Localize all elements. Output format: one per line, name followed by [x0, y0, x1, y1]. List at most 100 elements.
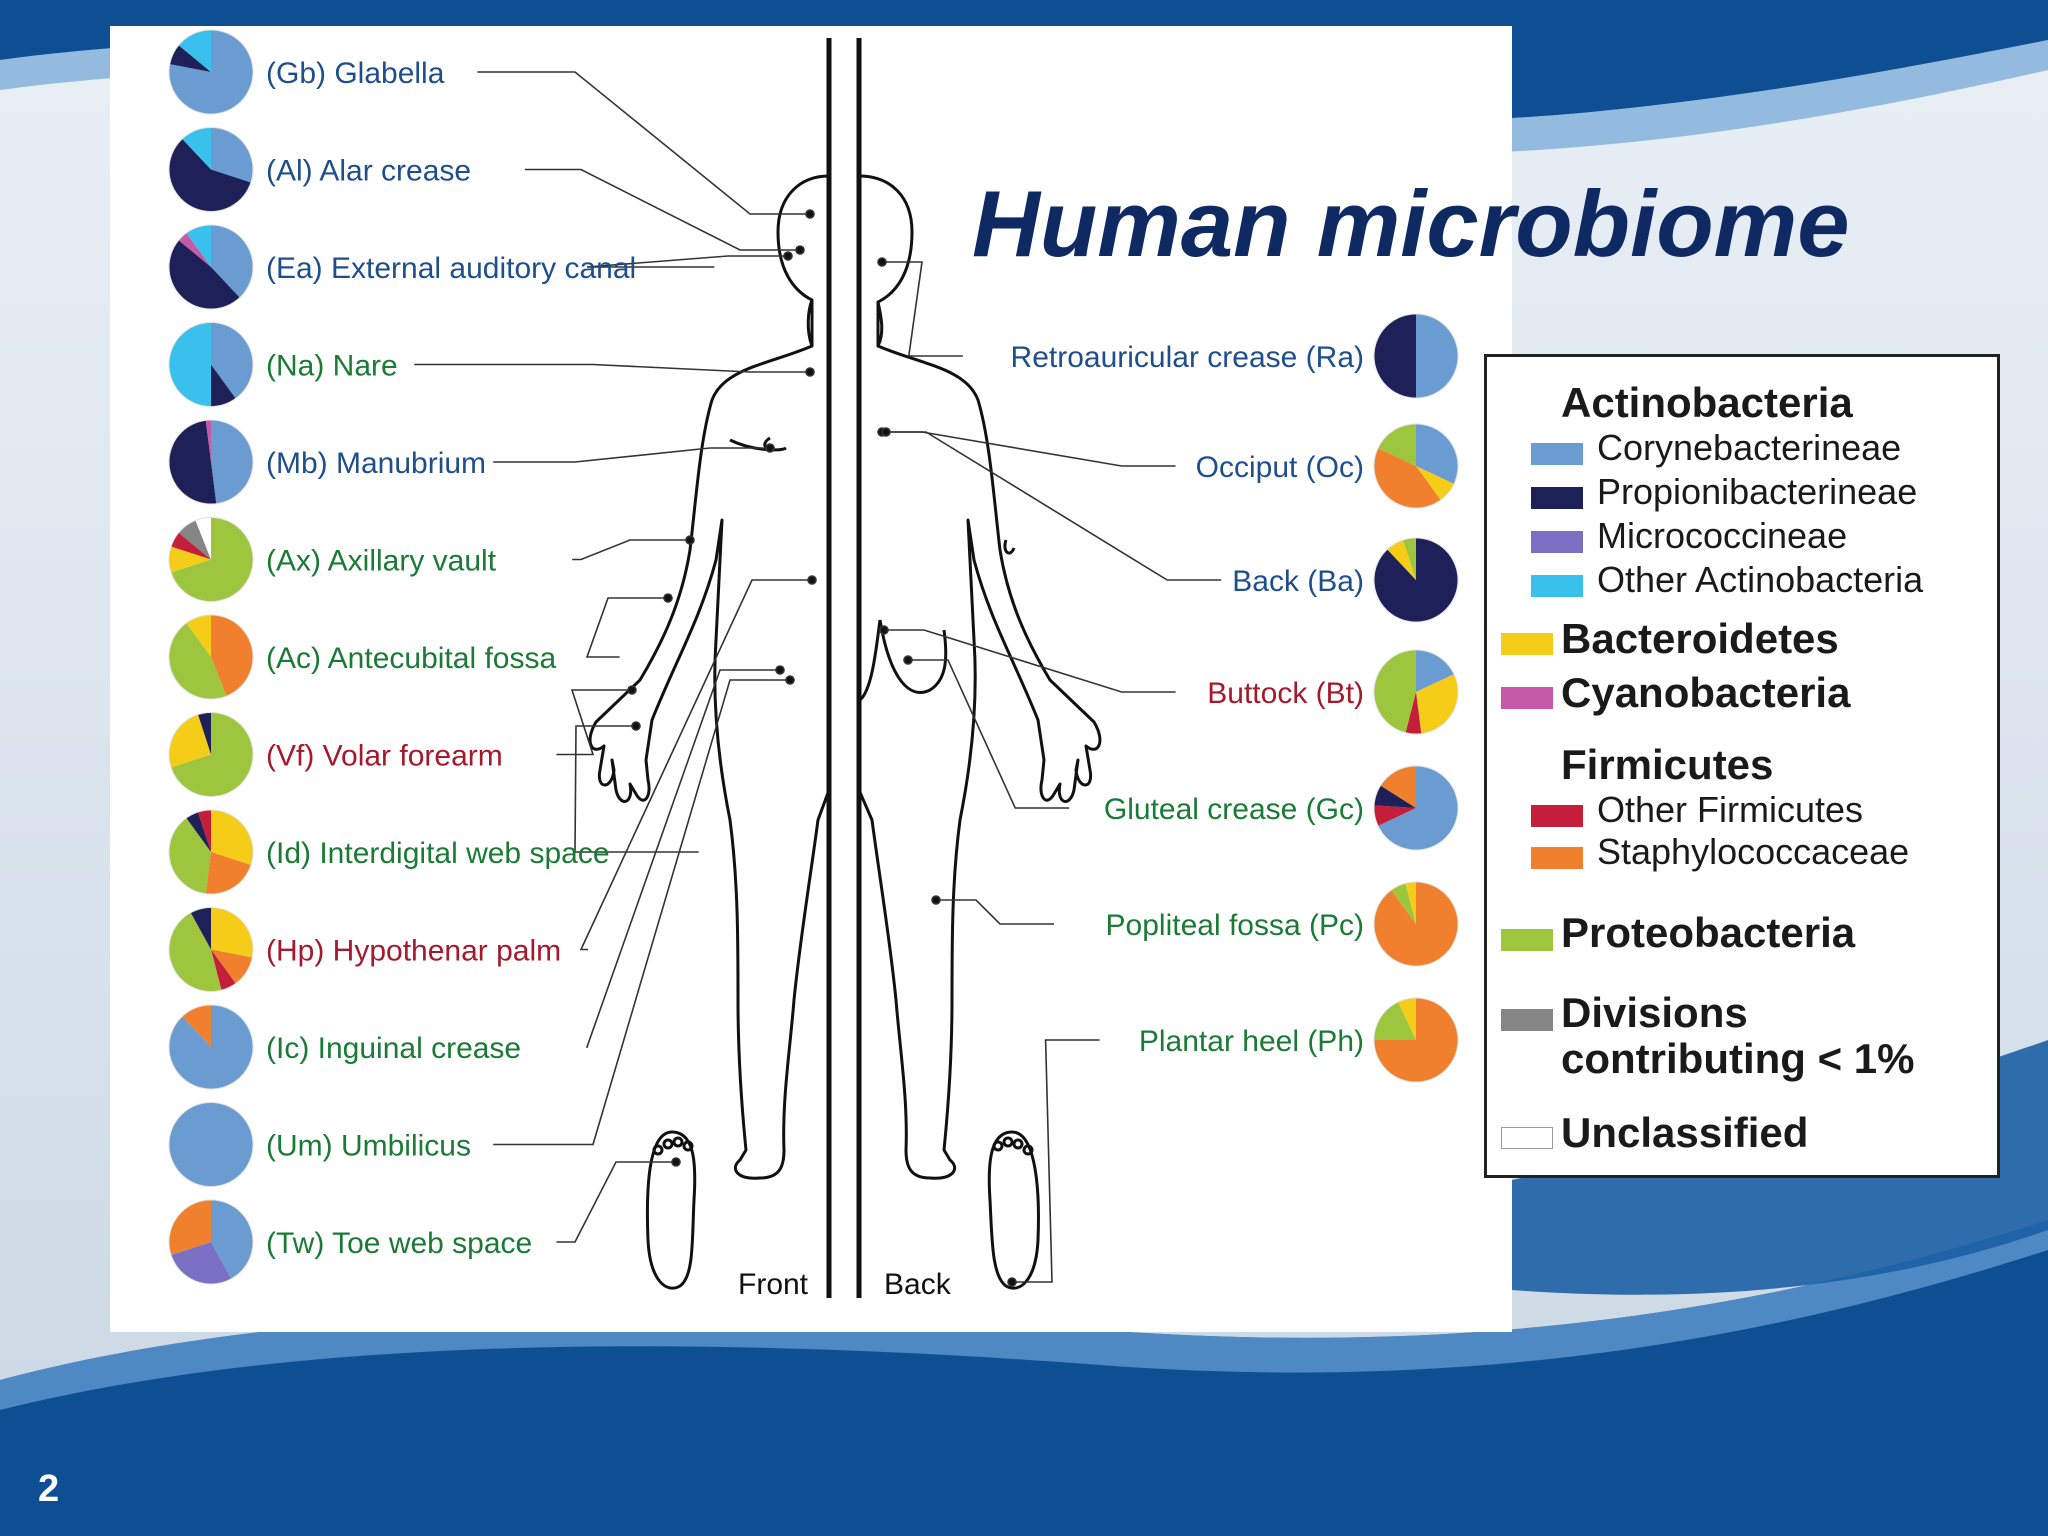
pie-slice-other-firmicutes — [1405, 692, 1422, 734]
pie-slice-propionibacterineae — [211, 364, 236, 407]
pie-slice-proteobacteria — [171, 712, 254, 797]
site-label-na-nare: (Na) Nare — [266, 350, 398, 383]
pie-occiput-oc — [1373, 423, 1459, 509]
pie-outline — [168, 809, 254, 895]
site-marker — [931, 895, 941, 905]
pie-slice-proteobacteria — [169, 818, 211, 894]
site-marker — [627, 685, 637, 695]
site-label-vf-volar-forearm: (Vf) Volar forearm — [266, 740, 503, 773]
left-foot — [645, 1130, 697, 1290]
leader-line — [477, 71, 810, 215]
right-site-pies — [1373, 313, 1459, 1083]
legend-other-actinobacteria: Other Actinobacteria — [1597, 559, 1924, 600]
site-marker — [903, 655, 913, 665]
back-body-outline — [857, 174, 1102, 1180]
pie-um-umbilicus — [168, 1102, 254, 1187]
pie-vf-volar-forearm — [168, 712, 254, 797]
pie-slice-other-actinobacteria — [186, 225, 211, 267]
pie-slice-propionibacterineae — [198, 712, 211, 755]
pie-slice-propionibacterineae — [1374, 538, 1459, 623]
pie-slice-other-firmicutes — [1374, 805, 1416, 826]
right-site-labels: Retroauricular crease (Ra)Occiput (Oc)Ba… — [1011, 341, 1364, 1058]
site-marker — [805, 367, 815, 377]
site-marker — [877, 257, 887, 267]
site-label-hp-hypothenar-palm: (Hp) Hypothenar palm — [266, 935, 561, 968]
front-body-outline — [588, 174, 831, 1180]
pie-na-nare — [168, 322, 254, 407]
pie-slice-proteobacteria — [1391, 883, 1416, 924]
site-label-buttock-bt: Buttock (Bt) — [1207, 677, 1364, 710]
site-label-mb-manubrium: (Mb) Manubrium — [266, 447, 486, 480]
pie-slice-corynebacterineae — [1416, 424, 1458, 484]
legend-actinobacteria: Actinobacteria — [1561, 379, 1853, 426]
site-marker — [765, 443, 775, 453]
leader-line — [556, 1161, 676, 1243]
pie-ac-antecubital-fossa — [168, 614, 254, 700]
leader-line — [579, 579, 812, 951]
pie-slice-unclassified — [195, 517, 211, 560]
left-site-labels: (Gb) Glabella(Al) Alar crease(Ea) Extern… — [266, 57, 636, 1260]
pie-ic-inguinal-crease — [168, 1004, 254, 1090]
pie-outline — [168, 712, 254, 797]
site-label-ac-antecubital-fossa: (Ac) Antecubital fossa — [266, 642, 556, 675]
pie-slice-other-firmicutes — [198, 810, 211, 852]
site-marker — [685, 535, 695, 545]
legend-propionibacterineae: Propionibacterineae — [1597, 471, 1918, 512]
leader-line — [936, 899, 1054, 925]
right-foot — [987, 1130, 1040, 1290]
pie-slice-proteobacteria — [171, 517, 254, 602]
site-label-occiput-oc: Occiput (Oc) — [1196, 451, 1364, 484]
pie-slice-corynebacterineae — [211, 420, 254, 504]
pie-outline — [168, 907, 254, 992]
site-marker — [1007, 1277, 1017, 1287]
site-label-um-umbilicus: (Um) Umbilicus — [266, 1130, 471, 1163]
site-label-popliteal-fossa-pc: Popliteal fossa (Pc) — [1106, 909, 1364, 942]
pie-mb-manubrium — [168, 419, 254, 505]
leader-line — [572, 539, 690, 561]
leader-line — [886, 431, 1222, 581]
pie-outline — [168, 29, 254, 115]
pie-slice-corynebacterineae — [1416, 314, 1458, 398]
leader-line — [908, 659, 1070, 809]
legend-swatch-divisions — [1501, 1009, 1553, 1031]
pie-slice-bacteroidetes — [1405, 882, 1416, 924]
pie-slice-proteobacteria — [1374, 1001, 1416, 1040]
pie-slice-corynebacterineae — [211, 225, 253, 298]
pie-back-ba — [1373, 537, 1459, 623]
slide-title: Human microbiome — [972, 171, 1850, 276]
site-label-ea-external-auditory-canal: (Ea) External auditory canal — [266, 252, 636, 285]
site-label-tw-toe-web-space: (Tw) Toe web space — [266, 1227, 532, 1260]
pie-slice-propionibacterineae — [186, 812, 211, 852]
front-view-label: Front — [738, 1268, 809, 1301]
legend-swatch-cyanobacteria — [1501, 687, 1553, 709]
leader-line — [884, 629, 1176, 693]
pie-slice-proteobacteria — [1377, 424, 1416, 466]
pie-outline — [1373, 423, 1459, 509]
pie-slice-proteobacteria — [1403, 538, 1416, 580]
pie-outline — [168, 127, 254, 212]
pie-outline — [1373, 765, 1459, 851]
pie-slice-bacteroidetes — [1398, 998, 1416, 1040]
pie-outline — [168, 1102, 254, 1187]
site-marker — [795, 245, 805, 255]
pie-slice-propionibacterineae — [169, 138, 251, 212]
pie-outline — [168, 419, 254, 505]
pie-slice-cyanobacteria — [178, 233, 211, 267]
site-marker — [663, 593, 673, 603]
pie-al-alar-crease — [168, 127, 254, 212]
legend-firmicutes: Firmicutes — [1561, 741, 1774, 788]
pie-retroauricular-crease-ra — [1373, 313, 1459, 399]
site-marker — [775, 665, 785, 675]
pie-slice-propionibacterineae — [190, 907, 211, 950]
site-marker — [881, 427, 891, 437]
site-label-plantar-heel-ph: Plantar heel (Ph) — [1139, 1025, 1364, 1058]
leader-line — [574, 725, 699, 853]
pie-slice-propionibacterineae — [169, 45, 211, 72]
pie-outline — [1373, 313, 1459, 399]
pie-hp-hypothenar-palm — [168, 907, 254, 992]
pie-gb-glabella — [168, 29, 254, 115]
leader-line — [585, 597, 668, 658]
pie-buttock-bt — [1373, 649, 1459, 735]
pie-slice-other-firmicutes — [171, 532, 211, 560]
pie-slice-other-actinobacteria — [178, 30, 211, 72]
